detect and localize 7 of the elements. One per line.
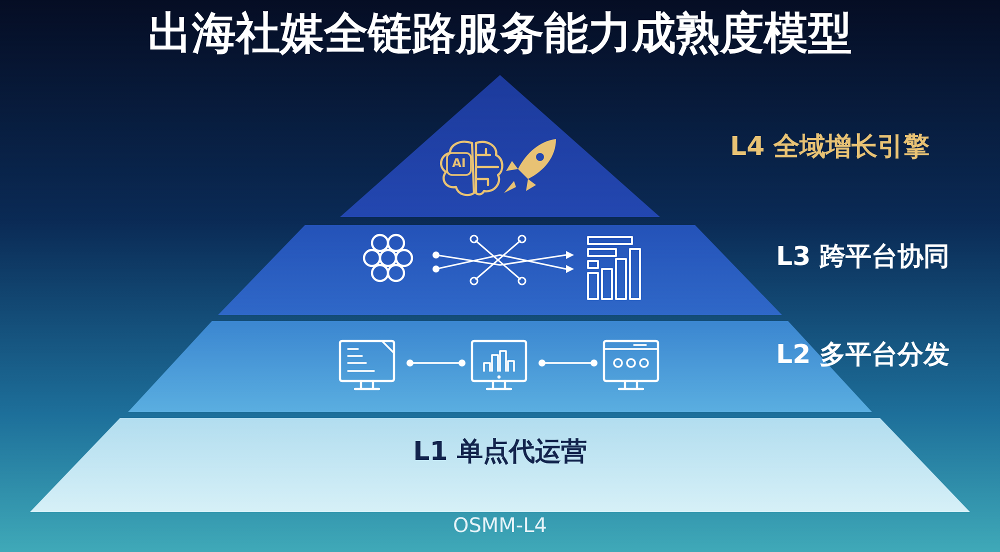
- icon-text: AI: [451, 157, 467, 169]
- footer-text: OSMM-L4: [452, 515, 548, 535]
- tier-label: L4 全域增长引擎: [730, 134, 930, 160]
- title: 出海社媒全链路服务能力成熟度模型: [147, 10, 853, 58]
- tier-label: L1 单点代运营: [412, 439, 588, 465]
- tier-label: L2 多平台分发: [776, 342, 950, 368]
- tier-label: L3 跨平台协同: [776, 244, 950, 270]
